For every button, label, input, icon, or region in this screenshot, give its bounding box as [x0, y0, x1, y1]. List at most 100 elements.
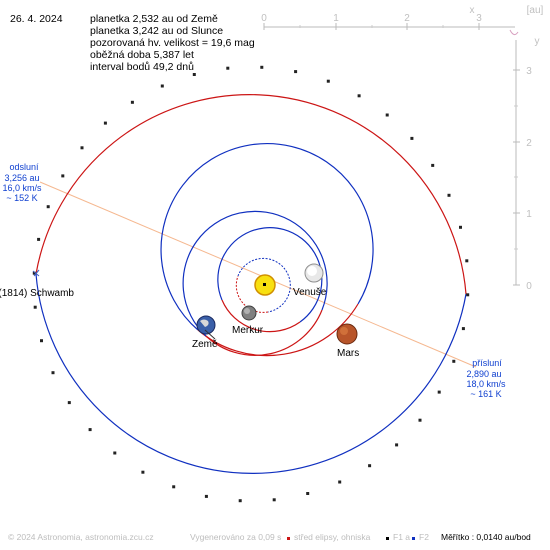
mars-planet	[336, 323, 358, 345]
footer-generated: Vygenerováno za 0,09 s	[190, 532, 282, 542]
orbit-marker	[452, 359, 456, 363]
orbit-marker	[141, 470, 145, 474]
apsis-line	[39, 181, 477, 368]
orbit-marker	[103, 121, 107, 125]
orbit-marker	[192, 73, 196, 76]
legend-red-dot	[287, 537, 290, 540]
orbit-marker	[465, 259, 469, 263]
earth-label: Země	[192, 339, 218, 350]
orbit-interval-markers	[32, 65, 470, 503]
aphelion-info: odsluní 3,256 au 16,0 km/s ~ 152 K	[2, 162, 42, 203]
orbit-marker	[46, 205, 50, 209]
sun	[254, 274, 276, 296]
info-interval: interval bodů 49,2 dnů	[90, 61, 194, 73]
footer-legend-f1: F1 a	[393, 532, 411, 542]
orbit-marker	[32, 271, 36, 275]
orbit-marker	[33, 305, 37, 309]
mars-label: Mars	[337, 348, 359, 359]
orbit-marker	[130, 100, 134, 104]
orbit-marker	[226, 66, 230, 70]
date-text: 26. 4. 2024	[10, 13, 63, 25]
info-magnitude: pozorovaná hv. velikost = 19,6 mag	[90, 37, 255, 49]
orbit-marker	[160, 84, 164, 88]
right-tick-1: 1	[526, 209, 532, 220]
aphelion-title: odsluní	[9, 162, 39, 172]
right-tick-2: 2	[526, 138, 532, 149]
unit-label: [au]	[527, 5, 544, 16]
info-period: oběžná doba 5,387 let	[90, 49, 194, 61]
orbit-marker	[238, 499, 242, 503]
orbit-marker	[37, 237, 41, 241]
right-axis: 3 2 1 0 y	[509, 29, 540, 292]
asteroid-orbit	[35, 94, 467, 474]
y-axis-label: y	[535, 36, 540, 47]
footer-scale: Měřítko : 0,0140 au/bod	[441, 532, 531, 542]
footer-copyright: © 2024 Astronomia, astronomia.zcu.cz	[8, 532, 154, 542]
orbit-marker	[40, 339, 43, 343]
perihelion-distance: 2,890 au	[466, 369, 501, 379]
perihelion-info: přísluní 2,890 au 18,0 km/s ~ 161 K	[466, 358, 506, 399]
asteroid-label: (1814) Schwamb	[0, 288, 74, 299]
orbit-marker	[431, 163, 435, 167]
venus-planet	[304, 263, 324, 283]
right-tick-3: 3	[526, 66, 532, 77]
date-display: 26. 4. 2024	[10, 13, 63, 25]
orbit-marker	[51, 371, 55, 375]
right-tick-0: 0	[526, 281, 532, 292]
mercury-label: Merkur	[232, 325, 264, 336]
orbit-marker	[459, 225, 462, 229]
orbit-marker	[67, 401, 71, 405]
venus-orbit	[217, 227, 323, 333]
top-tick-1: 1	[333, 13, 339, 24]
legend-blue-dot	[412, 537, 415, 540]
earth-planet	[196, 315, 216, 340]
mercury-planet	[241, 305, 257, 321]
asteroid-marker	[32, 269, 40, 277]
aphelion-speed: 16,0 km/s	[2, 183, 42, 193]
orbit-marker	[395, 443, 399, 447]
orbit-marker	[385, 113, 389, 117]
top-axis: 0 1 2 3 x [au]	[261, 5, 544, 30]
perihelion-speed: 18,0 km/s	[466, 379, 506, 389]
perihelion-title: přísluní	[472, 358, 502, 368]
aphelion-distance: 3,256 au	[4, 173, 39, 183]
venus-label: Venuše	[293, 287, 327, 298]
orbit-marker	[260, 65, 264, 69]
orbit-marker	[306, 492, 310, 495]
orbit-marker	[113, 451, 117, 455]
top-tick-2: 2	[404, 13, 410, 24]
info-earth-distance: planetka 2,532 au od Země	[90, 13, 218, 25]
perihelion-temperature: ~ 161 K	[470, 389, 501, 399]
top-tick-3: 3	[476, 13, 482, 24]
orbit-marker	[437, 390, 441, 394]
orbit-marker	[80, 146, 84, 150]
top-tick-0: 0	[261, 13, 267, 24]
orbit-marker	[410, 136, 414, 140]
orbit-marker	[61, 174, 65, 178]
orbit-marker	[172, 485, 176, 489]
orbit-marker	[447, 193, 451, 197]
asteroid-info-panel: planetka 2,532 au od Země planetka 3,242…	[90, 13, 255, 73]
mars-orbit	[160, 143, 374, 357]
orbit-marker	[357, 94, 361, 98]
orbit-marker	[461, 327, 465, 331]
footer-legend-f2: F2	[419, 532, 429, 542]
mercury-orbit	[235, 257, 291, 313]
x-axis-label: x	[470, 5, 475, 16]
orbit-marker	[88, 428, 92, 432]
orbit-marker	[368, 464, 372, 468]
orbit-marker	[326, 79, 330, 83]
aphelion-temperature: ~ 152 K	[6, 193, 37, 203]
orbit-marker	[418, 418, 422, 422]
orbit-marker	[204, 494, 208, 498]
orbit-marker	[272, 498, 276, 502]
orbit-marker	[294, 70, 298, 74]
orbit-marker	[466, 293, 470, 297]
info-sun-distance: planetka 3,242 au od Slunce	[90, 25, 224, 37]
orbit-marker	[338, 480, 342, 484]
earth-orbit	[182, 210, 328, 356]
legend-black-dot	[386, 537, 389, 540]
footer-legend-center: střed elipsy, ohniska	[294, 532, 371, 542]
